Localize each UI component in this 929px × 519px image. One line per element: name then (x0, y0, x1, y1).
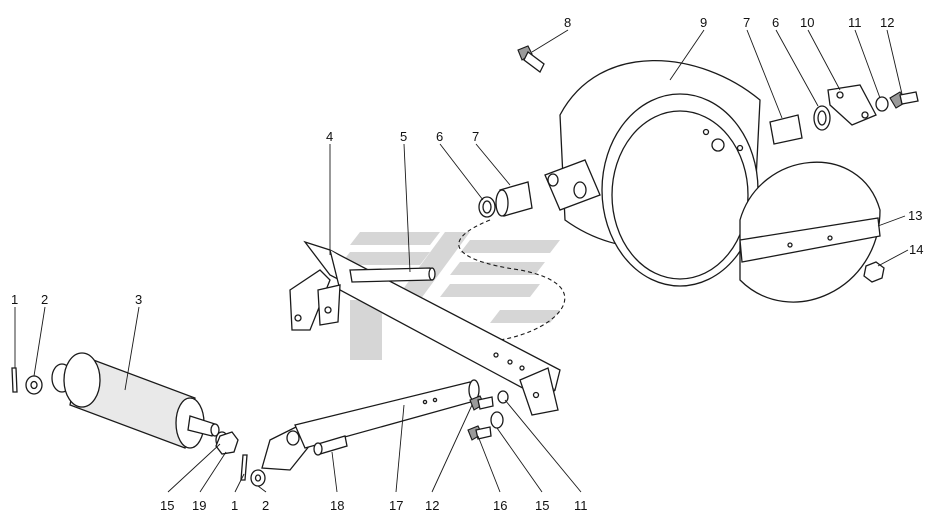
bolt-part-12-right (889, 91, 919, 109)
callout-7-right: 7 (743, 15, 750, 30)
washer-part-15-center (490, 411, 504, 429)
callout-14: 14 (909, 242, 923, 257)
callout-2-lower: 2 (262, 498, 269, 513)
callout-7-center: 7 (472, 129, 479, 144)
callout-labels: 1 2 3 4 5 6 7 8 9 7 6 10 11 12 13 14 15 … (11, 15, 923, 513)
bolt-part-5 (349, 267, 436, 283)
callout-13: 13 (908, 208, 922, 223)
callout-15-left: 15 (160, 498, 174, 513)
washer-lower (250, 469, 266, 487)
lid-part-13 (739, 161, 881, 303)
callout-5: 5 (400, 129, 407, 144)
callout-10: 10 (800, 15, 814, 30)
cotter-pin-left (11, 367, 18, 393)
nut-part-14 (863, 261, 885, 283)
rod-part-17 (261, 379, 480, 471)
sleeve-part-7-center (495, 181, 533, 217)
callout-6-center: 6 (436, 129, 443, 144)
sleeve-part-7-right (769, 114, 803, 145)
callout-1-left: 1 (11, 292, 18, 307)
cover-plate-part-10 (827, 84, 877, 126)
callout-9: 9 (700, 15, 707, 30)
cylinder-part-3 (51, 352, 220, 449)
callout-16: 16 (493, 498, 507, 513)
callout-8: 8 (564, 15, 571, 30)
callout-4: 4 (326, 129, 333, 144)
callout-2-left: 2 (41, 292, 48, 307)
bolt-part-8 (517, 45, 545, 73)
leader-lines (14, 29, 909, 493)
washer-part-6-right (813, 105, 831, 131)
callout-18: 18 (330, 498, 344, 513)
washer-part-6-center (478, 196, 496, 218)
bolt-part-16 (467, 425, 492, 441)
washer-part-11-right (875, 96, 889, 112)
washer-left (25, 375, 43, 395)
callout-19: 19 (192, 498, 206, 513)
pin-part-18 (313, 435, 348, 456)
callout-3: 3 (135, 292, 142, 307)
callout-12-lower: 12 (425, 498, 439, 513)
callout-1-lower: 1 (231, 498, 238, 513)
bolt-part-12-lower (469, 395, 494, 411)
callout-11-lower: 11 (574, 498, 588, 513)
callout-15-center: 15 (535, 498, 549, 513)
nut-part-19 (215, 431, 239, 455)
callout-6-right: 6 (772, 15, 779, 30)
callout-12-right: 12 (880, 15, 894, 30)
cotter-pin-lower (240, 454, 248, 481)
callout-11-right: 11 (848, 15, 862, 30)
drum-part-9 (544, 60, 761, 287)
assembly-trace-line (458, 219, 566, 341)
watermark-logo (340, 232, 560, 360)
callout-17: 17 (389, 498, 403, 513)
